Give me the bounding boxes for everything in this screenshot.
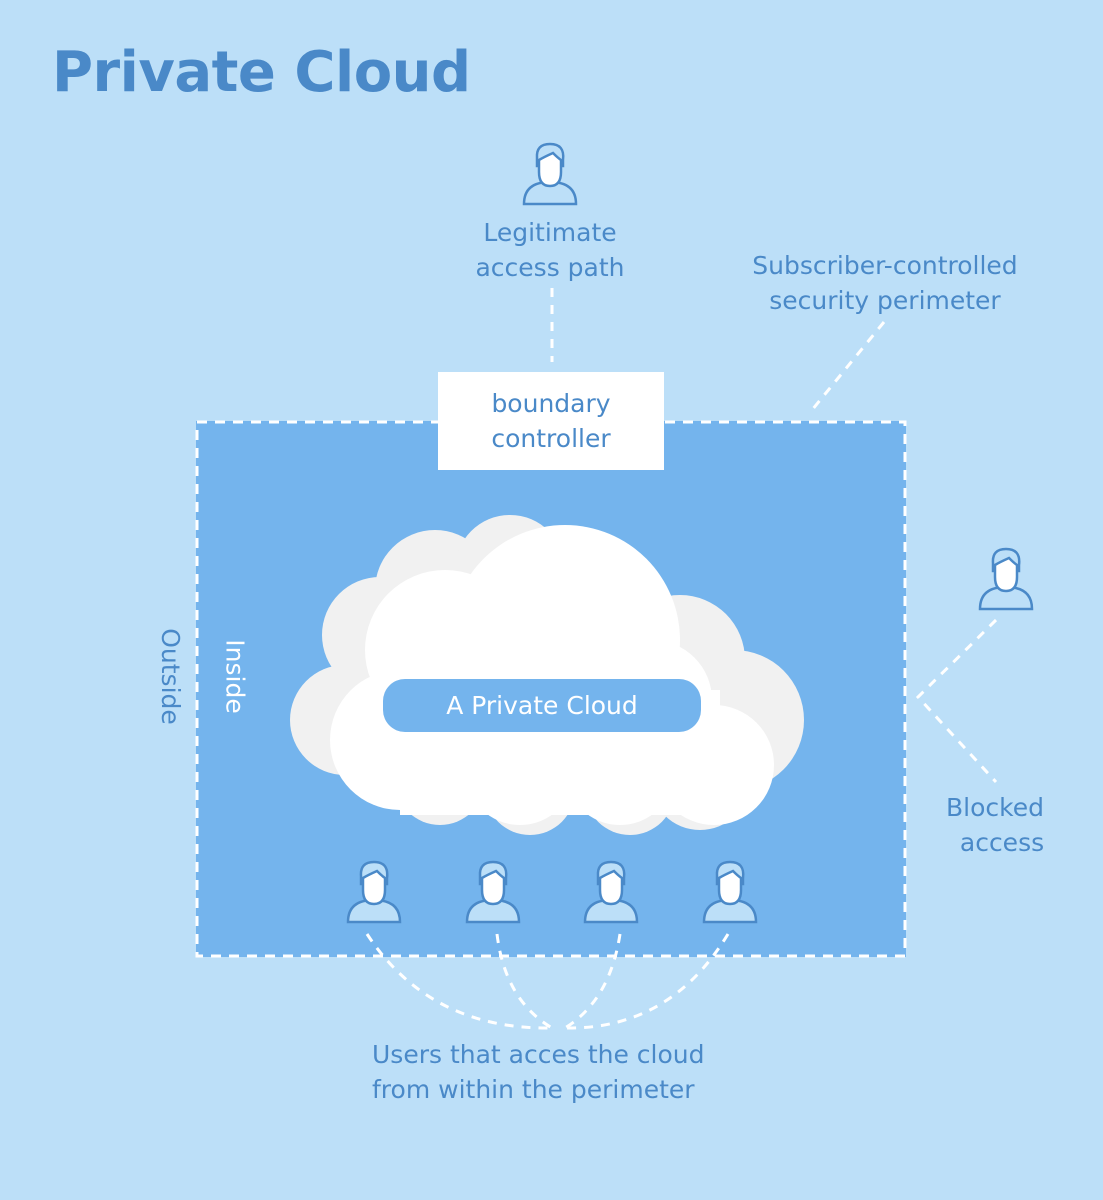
- internal-user-icon: [702, 860, 758, 924]
- blocked-access-line: [915, 618, 998, 784]
- boundary-controller: boundary controller: [438, 372, 664, 470]
- security-perimeter-label: Subscriber-controlled security perimeter: [720, 248, 1050, 318]
- outside-label: Outside: [155, 628, 185, 725]
- internal-user-icon: [465, 860, 521, 924]
- internal-user-icon: [583, 860, 639, 924]
- private-cloud-label: A Private Cloud: [383, 679, 701, 732]
- label-line: Blocked: [946, 793, 1044, 822]
- label-line: Subscriber-controlled: [752, 251, 1018, 280]
- perimeter-pointer-line: [810, 321, 886, 411]
- label-line: Users that acces the cloud: [372, 1040, 705, 1069]
- inside-label: Inside: [220, 639, 250, 714]
- label-line: access: [959, 828, 1045, 857]
- label-line: from within the perimeter: [372, 1075, 695, 1104]
- user-icon: [978, 547, 1034, 611]
- internal-user-icon: [346, 860, 402, 924]
- label-line: security perimeter: [769, 286, 1001, 315]
- legitimate-access-label: Legitimate access path: [450, 215, 650, 285]
- label-line: access path: [475, 253, 625, 282]
- blocked-access-label: Blocked access: [920, 790, 1070, 860]
- internal-users-label: Users that acces the cloud from within t…: [350, 1037, 750, 1107]
- user-icon: [522, 142, 578, 206]
- label-line: controller: [491, 424, 611, 453]
- diagram-title: Private Cloud: [52, 40, 471, 105]
- label-line: boundary: [491, 389, 611, 418]
- label-line: Legitimate: [483, 218, 617, 247]
